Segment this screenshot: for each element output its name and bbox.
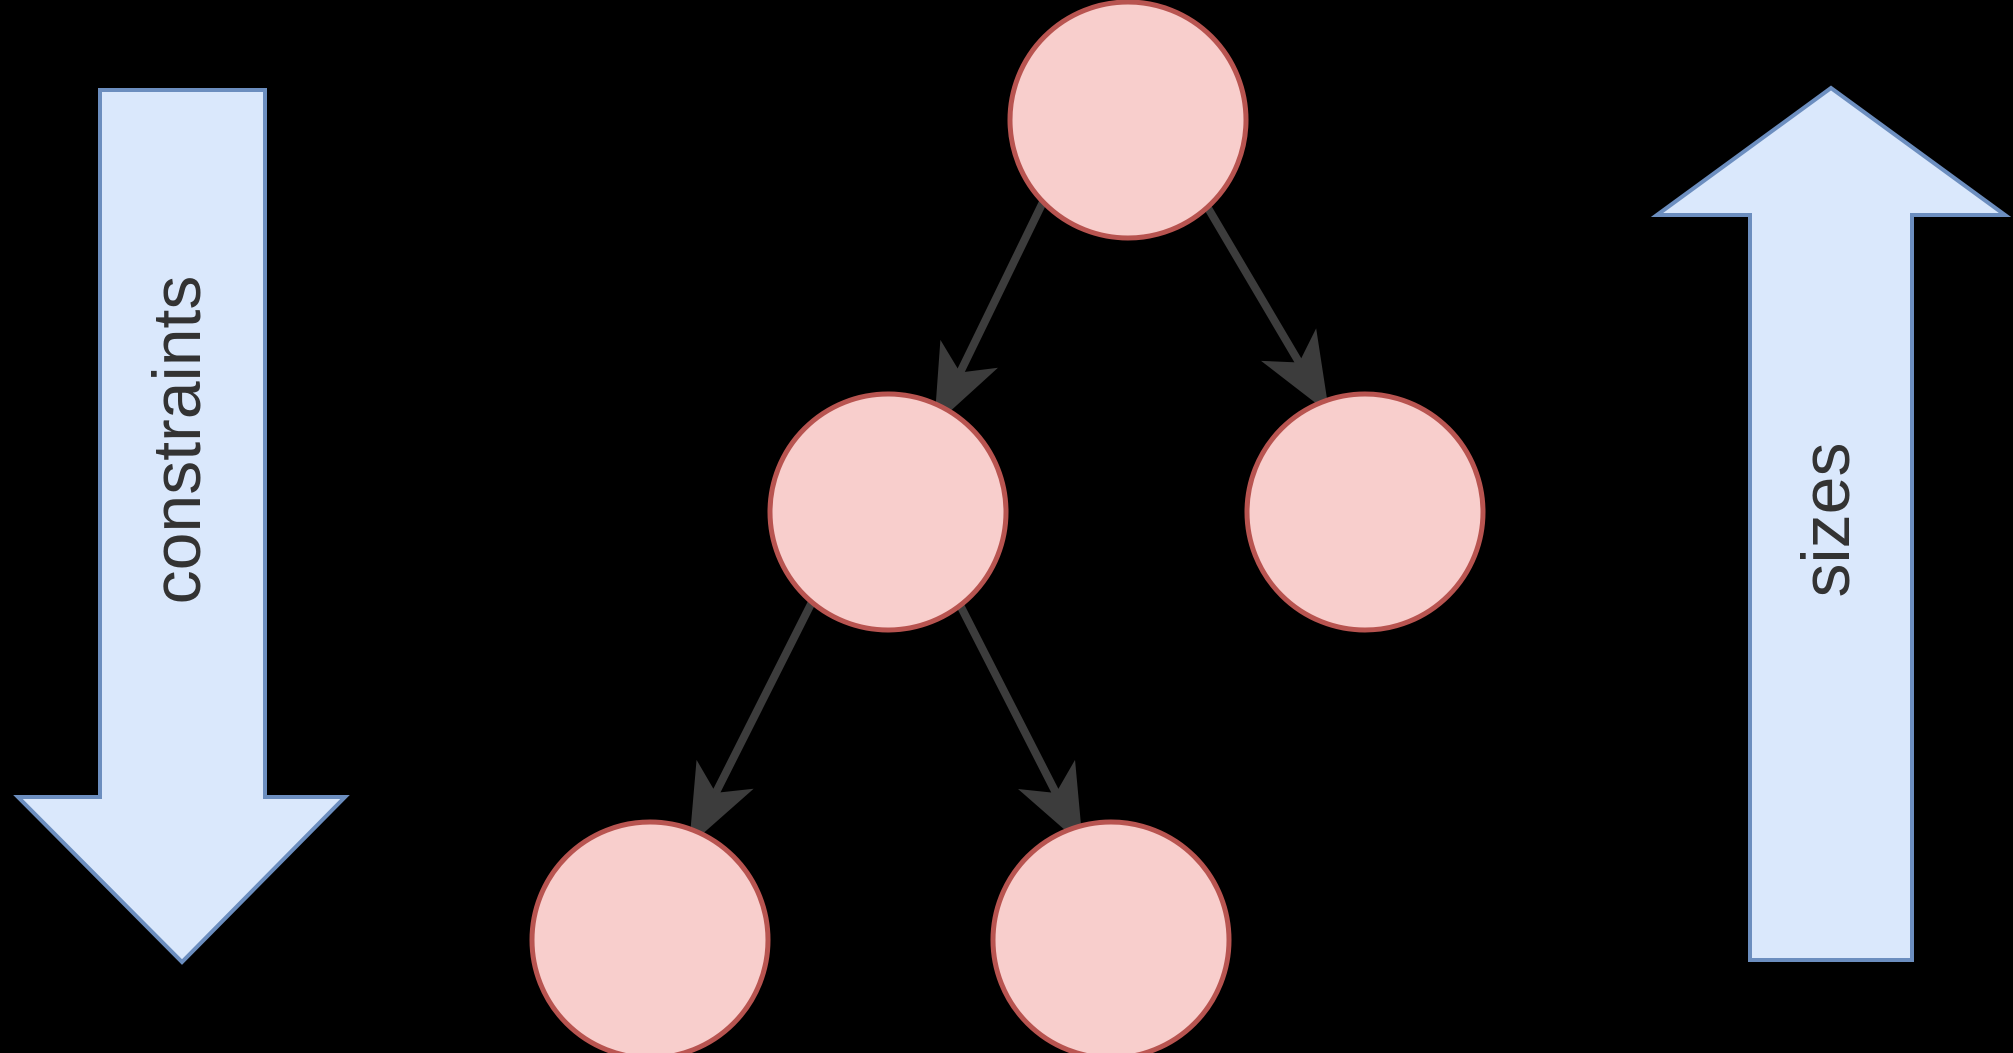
edge-mid-left-to-leaf-right	[956, 601, 1084, 846]
edge-mid-left-to-leaf-left	[688, 598, 816, 846]
tree-node-leaf-left[interactable]	[529, 819, 771, 1053]
sizes-arrow: sizes	[1650, 85, 2012, 962]
constraints-arrow: constraints	[13, 88, 350, 965]
tree-edges	[688, 198, 1330, 846]
edge-root-to-mid-left	[933, 198, 1047, 426]
tree-node-root[interactable]	[1007, 0, 1249, 241]
sizes-arrow-label: sizes	[1788, 443, 1864, 598]
edge-root-to-mid-right	[1204, 204, 1330, 414]
sizes-arrow-shape	[1650, 85, 2012, 962]
tree-node-mid-right[interactable]	[1244, 391, 1486, 633]
constraints-arrow-shape	[13, 88, 350, 965]
tree-nodes	[529, 0, 1486, 1053]
constraints-arrow-label: constraints	[139, 276, 215, 605]
tree-node-mid-left[interactable]	[767, 391, 1009, 633]
tree-node-leaf-right[interactable]	[990, 819, 1232, 1053]
